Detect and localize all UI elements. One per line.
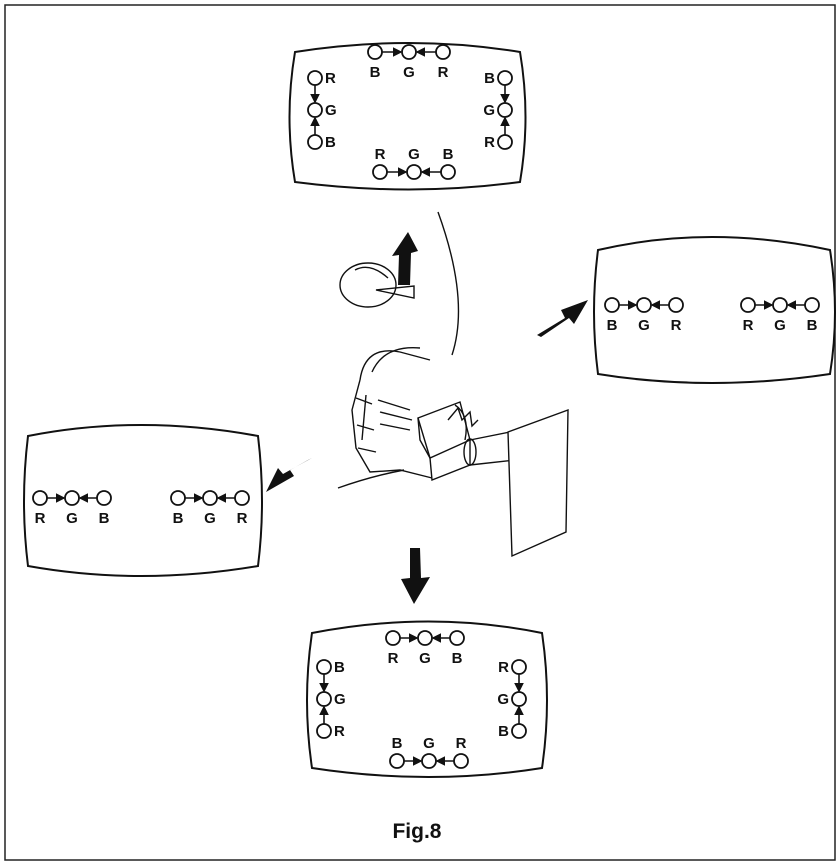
arrow-right-icon [537,300,588,337]
beam-label: G [66,510,78,527]
screen-bottom [306,620,548,778]
beam-label: G [334,691,346,708]
beam-label: G [497,691,509,708]
beam-dot [389,753,405,769]
beam-dot [307,70,323,86]
beam-dot [96,490,112,506]
beam-dot [511,723,527,739]
screen-right [593,236,836,384]
screen-top [288,42,527,191]
beam-dot [668,297,684,313]
beam-dot [449,630,465,646]
beam-label: G [483,102,495,119]
beam-label: B [173,510,184,527]
arrow-down-icon [401,548,430,604]
beam-label: B [370,64,381,81]
beam-label: G [204,510,216,527]
beam-label: R [35,510,46,527]
arrow-up-icon [392,232,418,285]
beam-dot [511,659,527,675]
beam-dot [32,490,48,506]
beam-label: R [334,723,345,740]
beam-label: R [325,70,336,87]
beam-dot [497,102,513,118]
triad-bottom-left: BGR [316,659,346,740]
beam-dot [511,691,527,707]
beam-dot [170,490,186,506]
beam-dot [772,297,788,313]
beam-dot [307,102,323,118]
beam-label: B [484,70,495,87]
beam-dot [234,490,250,506]
screen-left [23,424,263,577]
beam-label: G [403,64,415,81]
beam-label: G [638,317,650,334]
beam-dot [740,297,756,313]
beam-dot [64,490,80,506]
beam-label: R [484,134,495,151]
beam-label: R [498,659,509,676]
triad-top-left: RGB [307,70,337,151]
triad-bottom-right: RGB [497,659,527,740]
beam-label: G [408,146,420,163]
beam-dot [385,630,401,646]
beam-label: B [334,659,345,676]
beam-dot [497,134,513,150]
direction-arrows [266,232,588,604]
beam-dot [202,490,218,506]
beam-label: B [607,317,618,334]
beam-dot [417,630,433,646]
triad-top-right: BGR [483,70,513,151]
beam-label: G [423,735,435,752]
beam-label: B [99,510,110,527]
beam-dot [307,134,323,150]
beam-label: R [743,317,754,334]
beam-dot [604,297,620,313]
beam-dot [406,164,422,180]
beam-dot [367,44,383,60]
beam-label: R [375,146,386,163]
beam-dot [440,164,456,180]
beam-label: R [388,650,399,667]
beam-dot [372,164,388,180]
beam-label: G [419,650,431,667]
beam-label: B [325,134,336,151]
beam-dot [401,44,417,60]
beam-label: B [807,317,818,334]
beam-dot [316,659,332,675]
beam-label: B [452,650,463,667]
arrow-left-icon [266,458,312,492]
beam-dot [421,753,437,769]
beam-dot [453,753,469,769]
beam-dot [316,723,332,739]
beam-dot [316,691,332,707]
beam-label: R [456,735,467,752]
beam-label: B [443,146,454,163]
beam-label: G [325,102,337,119]
beam-label: R [237,510,248,527]
picture-tube-illustration [337,211,569,558]
beam-dot [435,44,451,60]
beam-label: B [392,735,403,752]
figure-frame [4,4,836,861]
beam-label: B [498,723,509,740]
beam-dot [497,70,513,86]
beam-label: G [774,317,786,334]
beam-dot [804,297,820,313]
beam-label: R [438,64,449,81]
figure-caption: Fig.8 [392,820,441,843]
beam-dot [636,297,652,313]
beam-label: R [671,317,682,334]
